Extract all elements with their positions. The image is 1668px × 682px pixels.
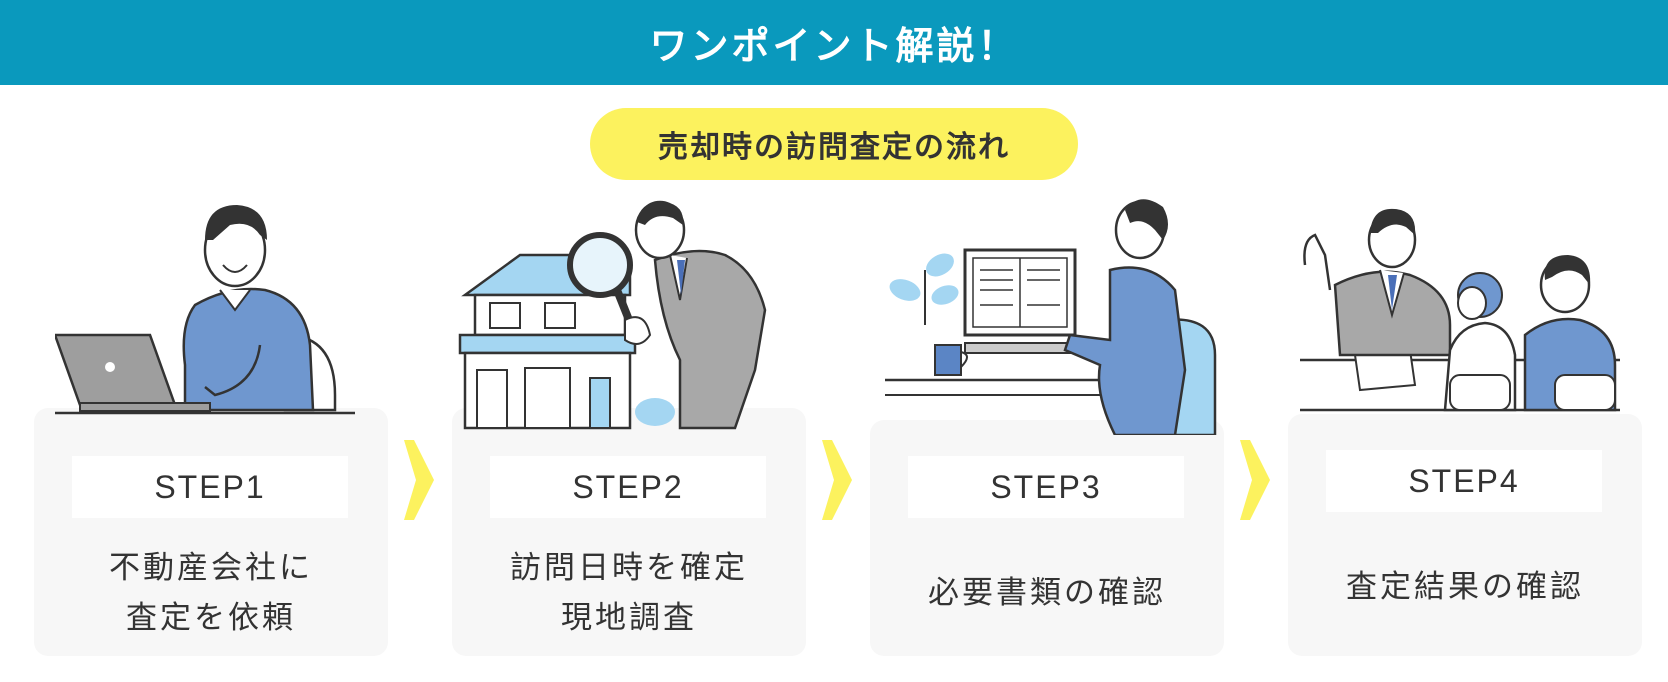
person-laptop-illustration	[55, 205, 355, 415]
header-banner: ワンポイント解説！	[0, 0, 1668, 85]
step-description-2: 訪問日時を確定 現地調査	[452, 543, 806, 643]
step-label-box-2: STEP2	[490, 456, 766, 518]
step-description-line: 訪問日時を確定	[510, 550, 748, 586]
step-card-2: STEP2 訪問日時を確定 現地調査	[452, 408, 806, 656]
flow-title-pill: 売却時の訪問査定の流れ	[590, 108, 1078, 180]
step-arrow-icon	[404, 440, 434, 520]
step-arrow-icon	[1240, 440, 1270, 520]
step-label-4: STEP4	[1408, 462, 1520, 499]
step-description-3: 必要書類の確認	[870, 568, 1224, 618]
step-description-line: 査定結果の確認	[1346, 569, 1584, 605]
flow-title: 売却時の訪問査定の流れ	[658, 130, 1010, 165]
step-arrow-icon	[822, 440, 852, 520]
step-label-box-1: STEP1	[72, 456, 348, 518]
person-computer-illustration	[885, 199, 1217, 435]
step-card-3: STEP3 必要書類の確認	[870, 420, 1224, 656]
meeting-illustration	[1300, 208, 1620, 412]
step-label-3: STEP3	[990, 468, 1102, 505]
step-card-1: STEP1 不動産会社に 査定を依頼	[34, 408, 388, 656]
header-title: ワンポイント解説！	[649, 24, 1019, 68]
step-description-4: 査定結果の確認	[1288, 562, 1642, 612]
step-description-1: 不動産会社に 査定を依頼	[34, 543, 388, 643]
step-description-line: 現地調査	[561, 600, 697, 636]
step-label-box-3: STEP3	[908, 456, 1184, 518]
step-description-line: 不動産会社に	[109, 550, 313, 586]
step-description-line: 査定を依頼	[126, 600, 296, 636]
step-card-4: STEP4 査定結果の確認	[1288, 414, 1642, 656]
step-label-box-4: STEP4	[1326, 450, 1602, 512]
step-label-1: STEP1	[154, 468, 266, 505]
step-description-line: 必要書類の確認	[928, 575, 1166, 611]
inspector-house-illustration	[458, 200, 767, 430]
step-label-2: STEP2	[572, 468, 684, 505]
